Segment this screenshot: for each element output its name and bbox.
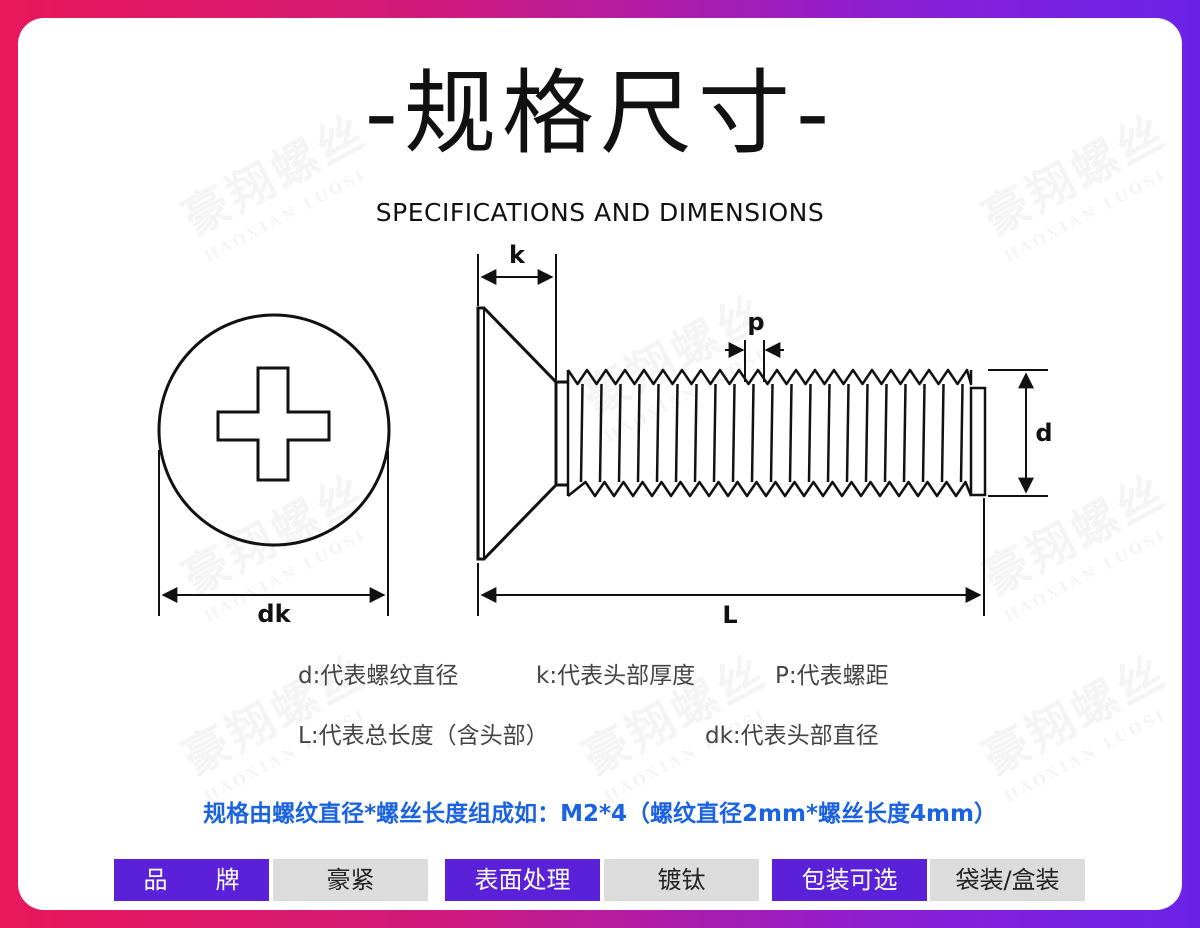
spec-label-brand: 品 牌 (114, 859, 269, 901)
spec-example: 规格由螺纹直径*螺丝长度组成如：M2*4（螺纹直径2mm*螺丝长度4mm） (203, 801, 997, 827)
screw-threads (566, 368, 973, 498)
p-dimension (725, 340, 784, 382)
spec-label-packaging: 包装可选 (772, 859, 927, 901)
d-dimension (988, 369, 1048, 497)
page-title: -规格尺寸- (364, 60, 836, 167)
dk-label: dk (257, 600, 291, 628)
screw-head-top-view (157, 313, 391, 547)
L-dimension (477, 498, 985, 616)
spec-label-surface: 表面处理 (445, 859, 600, 901)
legend-d: d:代表螺纹直径 (298, 663, 459, 689)
k-dimension (477, 254, 557, 380)
L-label: L (722, 601, 737, 629)
legend-L: L:代表总长度（含头部） (298, 723, 549, 749)
legend-k: k:代表头部厚度 (536, 663, 696, 689)
spec-table: 品 牌 豪紧 表面处理 镀钛 包装可选 袋装/盒装 (18, 859, 1182, 901)
p-label: p (747, 308, 764, 336)
screw-side-view (476, 306, 987, 561)
page-subtitle: SPECIFICATIONS AND DIMENSIONS (375, 198, 825, 227)
legend-dk: dk:代表头部直径 (705, 723, 879, 749)
spec-value-packaging: 袋装/盒装 (930, 859, 1085, 901)
legend-p: P:代表螺距 (775, 663, 889, 689)
content-card: 豪翔螺丝HAOXIAN LUOSI 豪翔螺丝HAOXIAN LUOSI 豪翔螺丝… (18, 18, 1182, 910)
spec-value-surface: 镀钛 (604, 859, 759, 901)
d-label: d (1035, 419, 1052, 447)
spec-value-brand: 豪紧 (273, 859, 428, 901)
dk-dimension (158, 450, 389, 616)
k-label: k (509, 241, 526, 269)
screw-diagram: dk k p d (157, 241, 1053, 629)
